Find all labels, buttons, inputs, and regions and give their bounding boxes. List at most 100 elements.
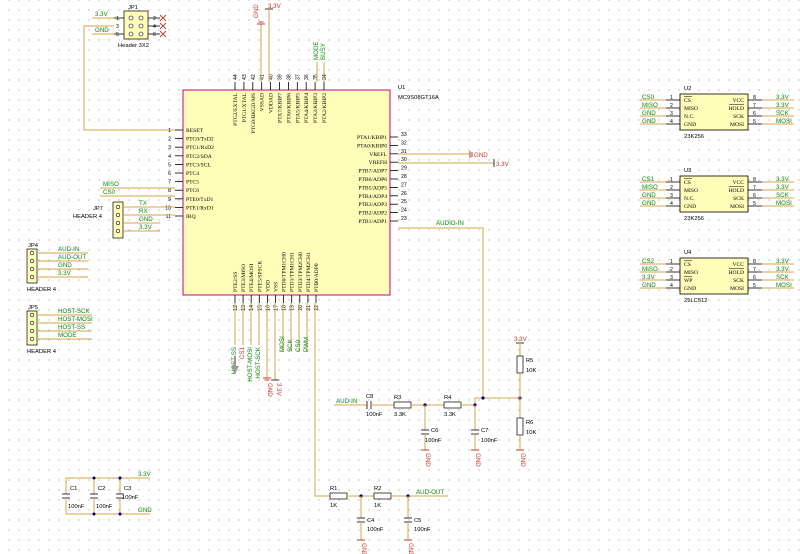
mcu-pin-name: VDD [265,280,271,292]
c6-val: 100nF [425,438,442,444]
net-host-mosi-bottom: HOST-MOSI [247,347,254,382]
decoupling-caps: 3.3V GND C1 100nF C2 100nF C3 100nF [62,471,152,516]
net-cs1-bottom: CS1 [239,346,246,359]
mcu-pin-name: PTE0/TxD1 [186,197,214,203]
jp1-net-3v3: 3.3V [95,11,109,18]
mcu-pin-number: 17 [274,305,280,311]
jp7-header: JP7 HEADER 4 TX RX GND 3.3V [73,200,175,239]
jp4-caption: HEADER 4 [27,287,57,293]
mcu-pin-number: 21 [306,305,312,311]
mcu-pin-name: PTD3/TPM2CH0 [298,252,304,292]
c8-val: 100nF [366,412,383,418]
mcu-pin-number: 5 [168,162,171,168]
net-miso-left: MISO [103,181,119,188]
mcu-pin-number: 28 [401,174,407,180]
net-aud-out: AUD-OUT [416,489,444,496]
memory-net: MISO [642,102,658,109]
net-gnd-vss: GND [266,383,273,397]
jp1-pin: 5 [116,32,119,38]
jp5-caption: HEADER 4 [27,349,57,355]
mcu-pin-number: 2 [168,137,171,143]
jp1-header: JP1 1 2 3 4 5 6 Header 3X2 3.3V GND [83,5,175,131]
mcu-pin-number: 6 [168,171,171,177]
r6-ref: R6 [526,420,533,426]
mcu-pin-name: PTA0/KBIP0 [357,143,387,149]
memory-net: GND [642,200,656,207]
memory-net: CS2 [642,258,655,265]
mcu-pin-number: 26 [401,191,407,197]
net-3v3-decoupling: 3.3V [138,471,152,478]
mcu-pin-number: 43 [242,74,248,80]
memory-pin-name: CS [684,98,691,104]
mcu-pin-name: PTA5/KBIP5 [295,93,301,123]
c1-val: 100nF [68,504,85,510]
r2-val: 1K [374,503,381,509]
memory-pin-name: GND [684,204,696,210]
memory-pin-name: HOLD [728,188,744,194]
mcu-pin-name: PTB4/ADP4 [358,194,387,200]
mcu-pin-number: 22 [314,305,320,311]
memory-pin-number: 8 [753,259,756,265]
c5-ref: C5 [414,518,421,524]
mcu-pin-name: PTE5/SPSCK [257,261,263,292]
mcu-pin-number: 36 [304,74,310,80]
mcu-pin-number: 11 [166,214,171,220]
net-3v3-top: 3.3V [268,3,282,10]
jp1-net-gnd: GND [95,27,109,34]
net-host-sck-bottom: HOST-SCK [255,346,262,379]
memory-net: MISO [642,266,658,273]
memory-pin-number: 7 [753,103,756,109]
gnd-c6: GND [424,453,431,467]
memory-pin-name: GND [684,286,696,292]
c8-ref: C8 [366,394,373,400]
net-gnd-decoupling: GND [138,507,152,514]
mcu-pin-number: 14 [249,305,255,311]
jp1-pin: 3 [116,24,119,30]
net-3v3-vref: 3.3V [496,161,510,168]
jp1-designator: JP1 [128,5,138,11]
c3-val: 100nF [122,495,139,501]
mcu-pin-name: PTE2/SS [233,271,239,292]
jp7-designator: JP7 [93,206,103,212]
memory-pin-name: MISO [684,106,698,112]
mcu-pin-number: 19 [290,305,296,311]
mcu-pin-name: RESET [186,128,204,134]
memory-pin-name: WP [684,278,692,284]
jp4-header: JP4 AUD-IN AUD-OUT GND 3.3V HEADER 4 [26,243,88,293]
c2-ref: C2 [98,486,105,492]
memory-net: SCK [776,274,790,281]
mcu-pin-number: 37 [295,74,301,80]
memory-pin-number: 3 [670,275,673,281]
jp4-designator: JP4 [28,243,39,249]
mcu-pin-name: PTC1/RxD2 [186,145,214,151]
net-pwm-bottom: PWM [303,337,310,352]
jp1-pin: 1 [116,16,119,22]
gnd-c4: GND [360,543,367,554]
gnd-r6: GND [519,453,526,467]
mcu-pin-name: PTA3/KBIP3 [313,93,319,123]
memory-net: GND [642,282,656,289]
memory-net: MOSI [776,282,792,289]
jp7-net: RX [139,208,148,215]
jp4-net: 3.3V [58,270,72,277]
mcu-pin-number: 8 [168,188,171,194]
jp7-net: GND [139,216,153,223]
mcu-pin-name: PTE1/RxD1 [186,205,214,211]
mcu-pin-name: PTA7/KBIP7 [278,93,284,123]
jp1-pin: 6 [153,32,156,38]
r1-ref: R1 [330,486,337,492]
memory-net: GND [642,110,656,117]
memory-pin-number: 2 [670,185,673,191]
mcu-part: MC9S08GT16A [398,95,439,101]
mcu-pin-number: 4 [168,154,171,160]
mcu-pin-name: PTB2/ADP2 [358,211,387,217]
memory-pin-name: SCK [733,114,744,120]
mcu-pin-name: IRQ [186,214,196,220]
mcu-pin-name: PTC2/SDA [186,154,212,160]
mcu-pin-name: PTD0/TPM1CH0 [282,252,288,292]
memory-pin-name: CS [684,180,691,186]
r2-ref: R2 [374,486,381,492]
